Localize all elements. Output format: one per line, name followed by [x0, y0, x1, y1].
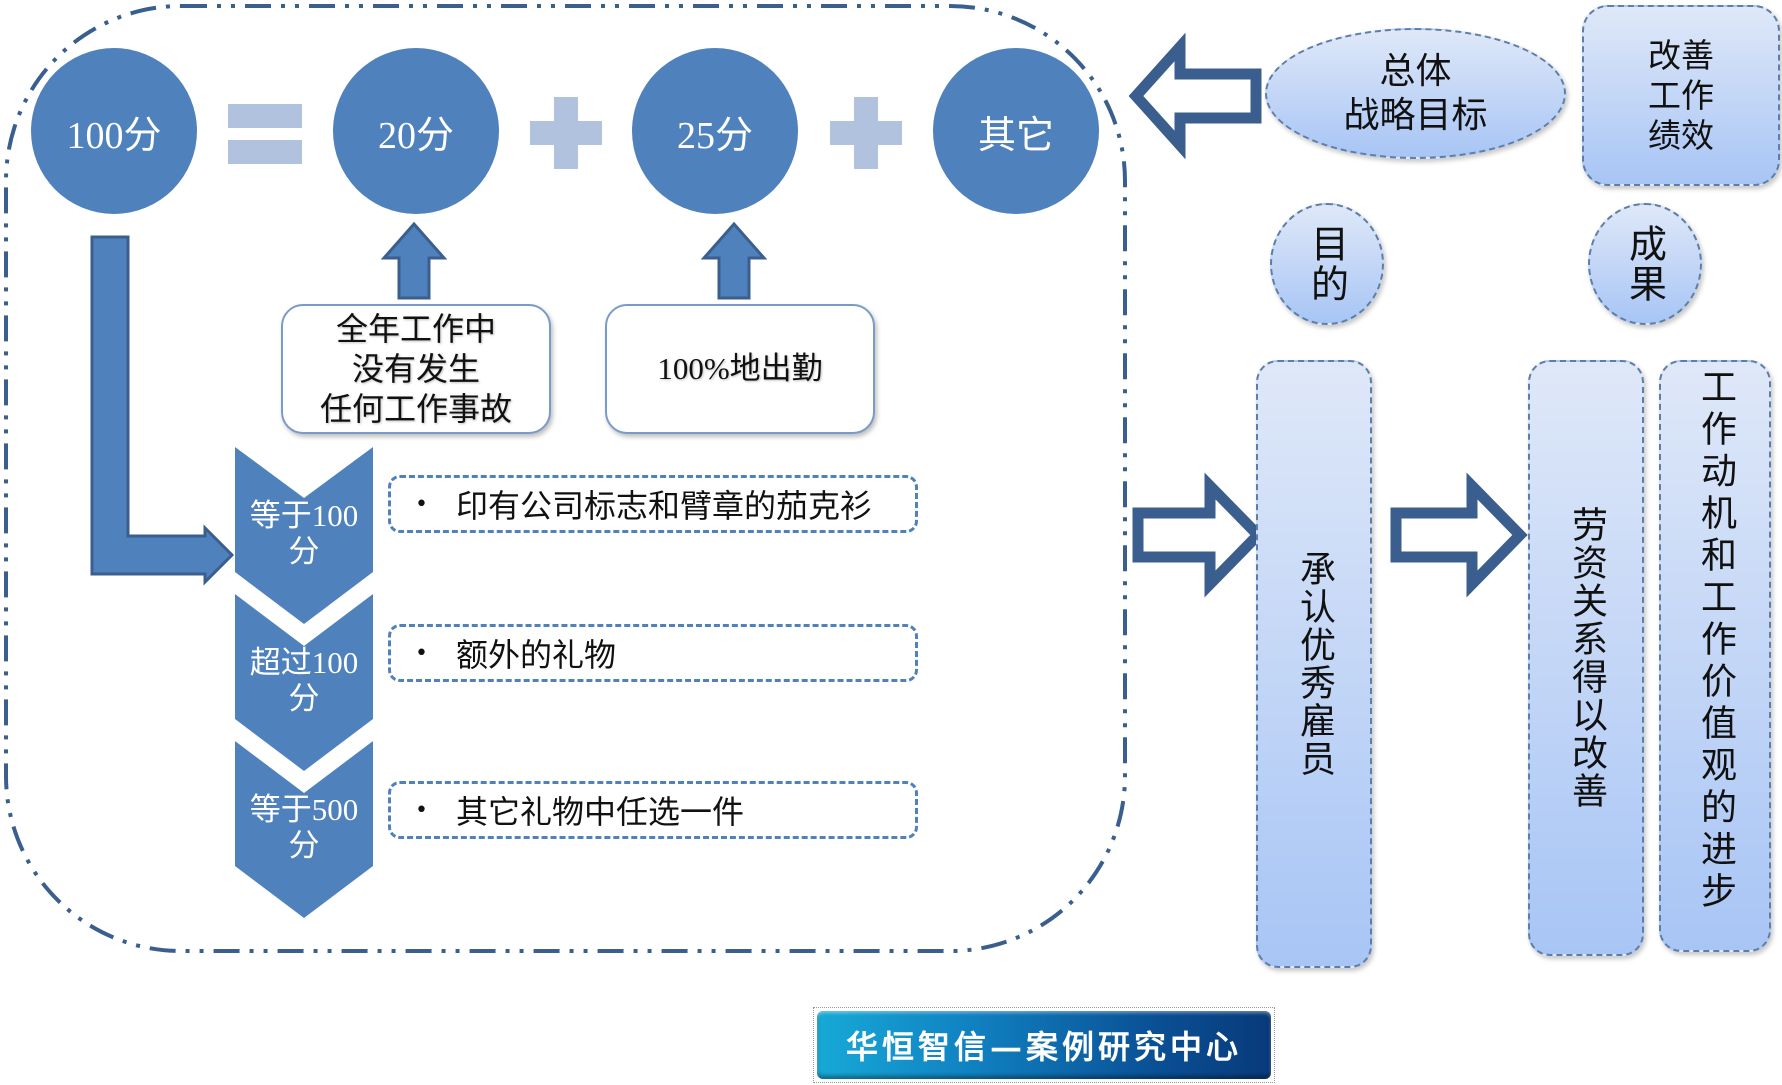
recognize-employees-text: 承认优秀雇员	[1294, 550, 1335, 778]
strategic-goal-text: 总体 战略目标	[1343, 50, 1488, 136]
attendance-criteria-box: 100%地出勤	[605, 304, 875, 434]
up-arrow-icon	[380, 221, 448, 300]
improve-performance-box: 改善 工作 绩效	[1582, 5, 1780, 186]
purpose-label: 目的	[1304, 224, 1349, 304]
reward-text: 额外的礼物	[455, 636, 616, 674]
plus-icon	[530, 97, 602, 169]
labor-relations-text: 劳资关系得以改善	[1566, 506, 1607, 810]
chevron-down-icon	[235, 447, 373, 624]
purpose-ellipse: 目的	[1270, 203, 1384, 325]
recognize-employees-box: 承认优秀雇员	[1256, 360, 1372, 968]
bullet-icon: •	[415, 640, 428, 666]
result-ellipse: 成果	[1588, 203, 1702, 325]
reward-text: 印有公司标志和臂章的茄克衫	[455, 487, 872, 525]
bullet-icon: •	[415, 491, 428, 517]
right-arrow-icon	[1132, 472, 1266, 598]
tier-level-label: 超过100 分	[249, 645, 359, 716]
reward-item: • 印有公司标志和臂章的茄克衫	[388, 475, 918, 533]
reward-item: • 额外的礼物	[388, 624, 918, 682]
footer-banner: 华恒智信—案例研究中心	[813, 1007, 1275, 1083]
other-score-circle: 其它	[933, 48, 1099, 214]
other-score-label: 其它	[977, 112, 1054, 157]
attendance-score-circle: 25分	[632, 48, 798, 214]
chevron-down-icon	[235, 594, 373, 771]
right-arrow-icon	[1390, 472, 1528, 598]
reward-text: 其它礼物中任选一件	[455, 793, 744, 831]
plus-icon	[830, 97, 902, 169]
bent-arrow-icon	[90, 235, 235, 586]
total-score-circle: 100分	[31, 48, 197, 214]
chevron-down-icon	[235, 741, 373, 918]
up-arrow-icon	[700, 221, 768, 300]
improve-performance-text: 改善 工作 绩效	[1648, 35, 1714, 155]
equals-icon-bar	[228, 140, 302, 164]
total-score-label: 100分	[66, 114, 162, 157]
tier-level-label: 等于500 分	[249, 792, 359, 863]
attendance-criteria-text: 100%地出勤	[657, 351, 823, 386]
result-label: 成果	[1622, 224, 1667, 304]
safety-score-circle: 20分	[333, 48, 499, 214]
work-motivation-box: 工作动机和工作价值观的进步	[1659, 360, 1771, 952]
safety-criteria-box: 全年工作中 没有发生 任何工作事故	[281, 304, 551, 434]
tier-level-label: 等于100 分	[249, 498, 359, 569]
outer-dashed-frame	[4, 4, 1127, 953]
bullet-icon: •	[415, 797, 428, 823]
safety-score-label: 20分	[377, 114, 454, 157]
left-arrow-icon	[1128, 32, 1262, 160]
work-motivation-text: 工作动机和工作价值观的进步	[1695, 368, 1736, 914]
attendance-score-label: 25分	[676, 114, 753, 157]
reward-item: • 其它礼物中任选一件	[388, 781, 918, 839]
strategic-goal-ellipse: 总体 战略目标	[1265, 28, 1566, 159]
footer-banner-text: 华恒智信—案例研究中心	[845, 1028, 1242, 1066]
labor-relations-box: 劳资关系得以改善	[1528, 360, 1644, 956]
equals-icon-bar	[228, 104, 302, 128]
safety-criteria-text: 全年工作中 没有发生 任何工作事故	[319, 310, 512, 428]
